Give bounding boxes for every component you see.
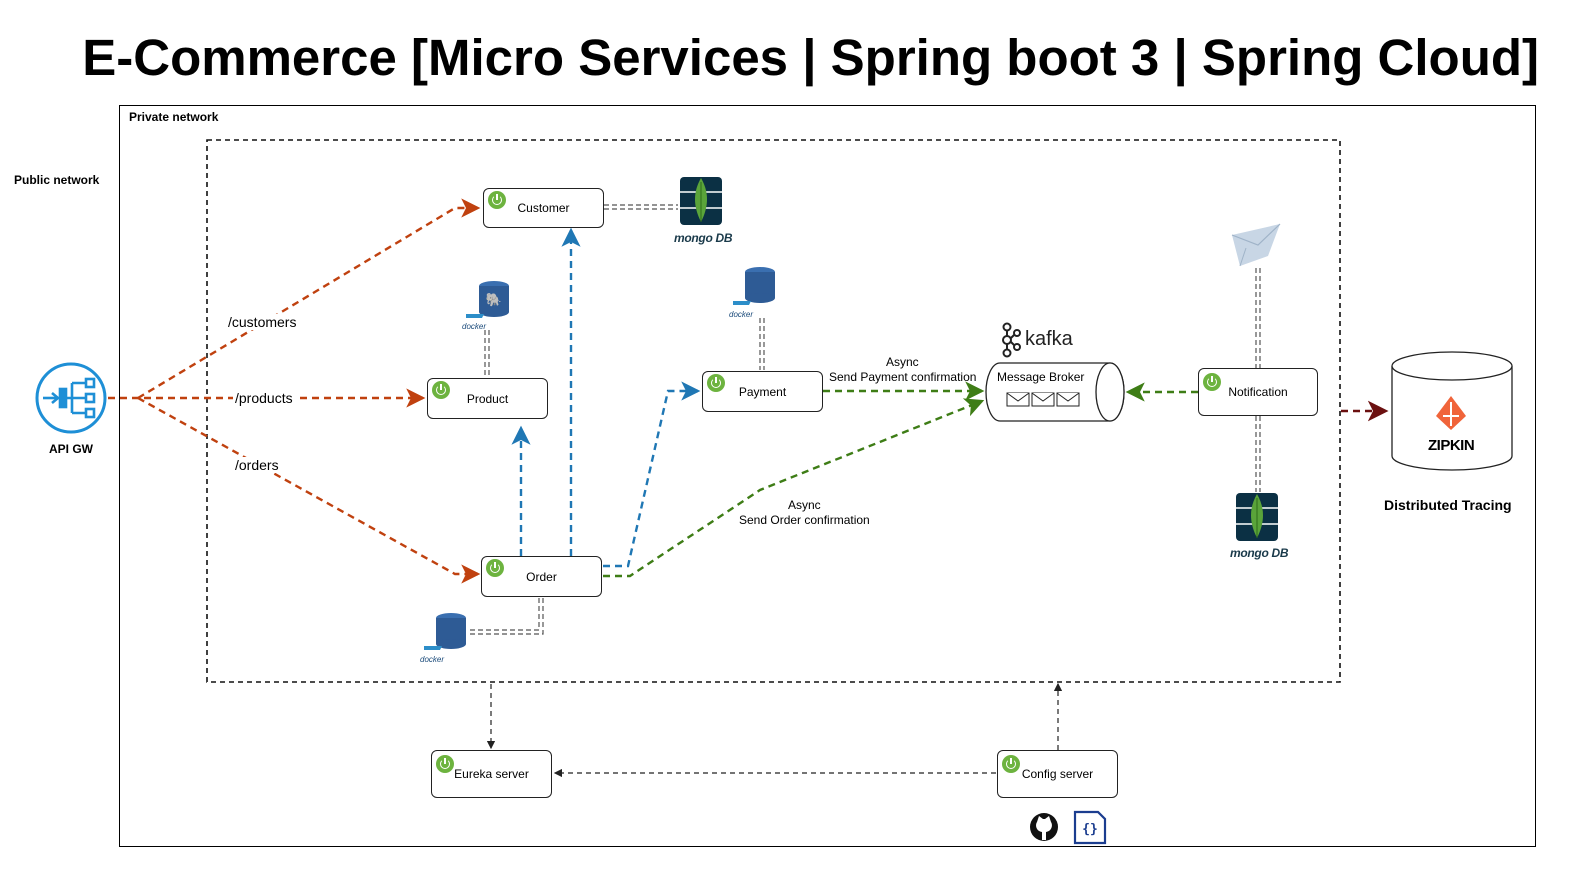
github-icon bbox=[1030, 813, 1058, 841]
eureka-server[interactable]: Eureka server bbox=[431, 750, 552, 798]
private-network-box bbox=[119, 105, 1536, 847]
spring-icon bbox=[488, 191, 506, 209]
route-orders-arrow bbox=[137, 396, 481, 584]
product-service-label: Product bbox=[466, 391, 509, 406]
spring-icon bbox=[486, 559, 504, 577]
services-boundary bbox=[206, 139, 1341, 683]
json-config-icon: {} bbox=[1073, 810, 1107, 845]
notification-service-label: Notification bbox=[1228, 385, 1288, 399]
zipkin-icon bbox=[1436, 396, 1466, 430]
payment-service[interactable]: Payment bbox=[702, 371, 823, 412]
kafka-brand: kafka bbox=[1025, 328, 1073, 350]
async-payment-text: Send Payment confirmation bbox=[829, 370, 977, 384]
svg-text:{}: {} bbox=[1082, 822, 1098, 837]
api-gateway-icon bbox=[35, 362, 107, 434]
eureka-server-label: Eureka server bbox=[454, 767, 529, 781]
mongodb-icon bbox=[680, 177, 722, 225]
customer-service-label: Customer bbox=[517, 201, 570, 215]
postgres-docker-icon: 🐘 bbox=[466, 281, 509, 318]
async-order-title: Async bbox=[788, 498, 821, 512]
docker-label: docker bbox=[420, 655, 445, 664]
mail-icon bbox=[1231, 223, 1281, 267]
config-server[interactable]: Config server bbox=[997, 750, 1118, 798]
private-network-label: Private network bbox=[129, 110, 219, 124]
kafka-icon bbox=[1002, 322, 1021, 358]
customer-service[interactable]: Customer bbox=[483, 188, 604, 228]
route-products-label: /products bbox=[233, 390, 295, 406]
public-network-label: Public network bbox=[14, 173, 100, 187]
docker-label: docker bbox=[462, 322, 487, 331]
mongodb-label: mongo DB bbox=[1230, 546, 1289, 560]
order-service-label: Order bbox=[526, 569, 557, 584]
route-customers-label: /customers bbox=[228, 314, 297, 330]
mongodb-icon bbox=[1236, 493, 1278, 541]
config-server-label: Config server bbox=[1021, 767, 1094, 781]
postgres-docker-icon bbox=[424, 613, 466, 650]
async-order-text: Send Order confirmation bbox=[739, 513, 870, 527]
async-payment-title: Async bbox=[886, 355, 919, 369]
mongodb-label: mongo DB bbox=[674, 231, 733, 245]
postgres-docker-icon bbox=[733, 267, 775, 305]
route-orders-label: /orders bbox=[235, 457, 279, 473]
message-broker-label: Message Broker bbox=[997, 370, 1085, 384]
svg-text:🐘: 🐘 bbox=[486, 292, 502, 308]
product-service[interactable]: Product bbox=[427, 378, 548, 419]
spring-icon bbox=[1203, 373, 1221, 391]
spring-icon bbox=[707, 374, 725, 392]
order-to-payment-arrow bbox=[603, 381, 701, 568]
order-to-broker-arrow bbox=[603, 398, 985, 578]
docker-label: docker bbox=[729, 310, 754, 319]
route-customers-arrow bbox=[137, 198, 481, 400]
notification-service[interactable]: Notification bbox=[1198, 368, 1318, 416]
spring-icon bbox=[436, 755, 454, 773]
spring-icon bbox=[1002, 755, 1020, 773]
api-gateway-label: API GW bbox=[49, 442, 93, 456]
page-title: E-Commerce [Micro Services | Spring boot… bbox=[82, 29, 1539, 86]
spring-icon bbox=[432, 381, 450, 399]
message-broker-shape bbox=[985, 362, 1125, 422]
distributed-tracing-label: Distributed Tracing bbox=[1384, 497, 1512, 513]
zipkin-brand: ZIPKIN bbox=[1428, 437, 1475, 454]
order-service[interactable]: Order bbox=[481, 556, 602, 597]
payment-service-label: Payment bbox=[738, 384, 787, 399]
